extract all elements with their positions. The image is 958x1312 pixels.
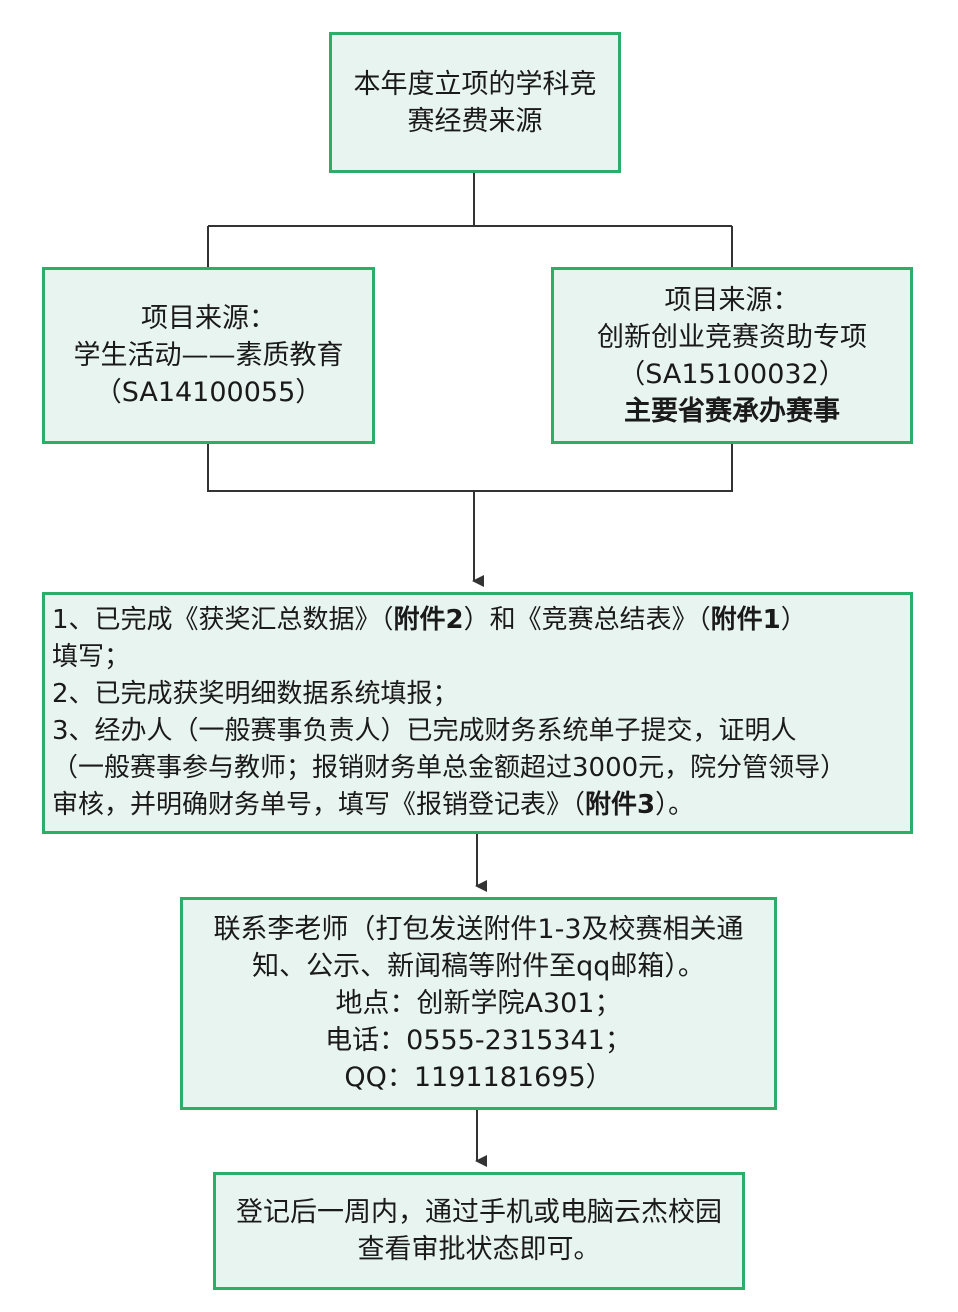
final-line-2: 查看审批状态即可。	[357, 1234, 601, 1265]
funding-source-title-box: 本年度立项的学科竞 赛经费来源	[329, 32, 621, 173]
source-left-code: （SA14100055）	[94, 377, 323, 408]
source-left-label: 项目来源：	[141, 303, 276, 334]
source-left-box: 项目来源： 学生活动——素质教育 （SA14100055）	[42, 267, 375, 444]
requirement-line-6: 审核，并明确财务单号，填写《报销登记表》（附件3）。	[52, 790, 695, 820]
source-right-code: （SA15100032）	[618, 358, 846, 390]
contact-qq: QQ：1191181695）	[344, 1062, 613, 1093]
requirements-box: 1、已完成《获奖汇总数据》（附件2）和《竞赛总结表》（附件1） 填写； 2、已完…	[42, 592, 913, 834]
source-right-label: 项目来源：	[664, 284, 800, 316]
final-line-1: 登记后一周内，通过手机或电脑云杰校园	[236, 1197, 722, 1228]
split-connector	[207, 172, 733, 268]
requirement-line-5: （一般赛事参与教师；报销财务单总金额超过3000元，院分管领导）	[52, 753, 847, 783]
contact-location: 地点：创新学院A301；	[335, 988, 622, 1019]
title-line-1: 本年度立项的学科竞	[353, 68, 597, 100]
source-right-box: 项目来源： 创新创业竞赛资助专项 （SA15100032） 主要省赛承办赛事	[551, 267, 913, 444]
merge-connector	[207, 442, 733, 492]
contact-phone: 电话：0555-2315341；	[325, 1025, 632, 1056]
requirement-line-3: 2、已完成获奖明细数据系统填报；	[52, 679, 459, 709]
title-line-2: 赛经费来源	[407, 105, 543, 137]
contact-line-2: 知、公示、新闻稿等附件至qq邮箱）。	[252, 951, 705, 982]
source-right-name: 创新创业竞赛资助专项	[597, 321, 867, 353]
requirement-line-1: 1、已完成《获奖汇总数据》（附件2）和《竞赛总结表》（附件1）	[52, 605, 807, 635]
final-step-box: 登记后一周内，通过手机或电脑云杰校园 查看审批状态即可。	[213, 1172, 745, 1290]
contact-box: 联系李老师（打包发送附件1-3及校赛相关通 知、公示、新闻稿等附件至qq邮箱）。…	[180, 897, 777, 1110]
contact-line-1: 联系李老师（打包发送附件1-3及校赛相关通	[213, 914, 744, 945]
source-right-note: 主要省赛承办赛事	[624, 395, 840, 427]
requirement-line-2: 填写；	[52, 642, 131, 672]
requirement-line-4: 3、经办人（一般赛事负责人）已完成财务系统单子提交，证明人	[52, 716, 797, 746]
source-left-name: 学生活动——素质教育	[73, 340, 344, 371]
